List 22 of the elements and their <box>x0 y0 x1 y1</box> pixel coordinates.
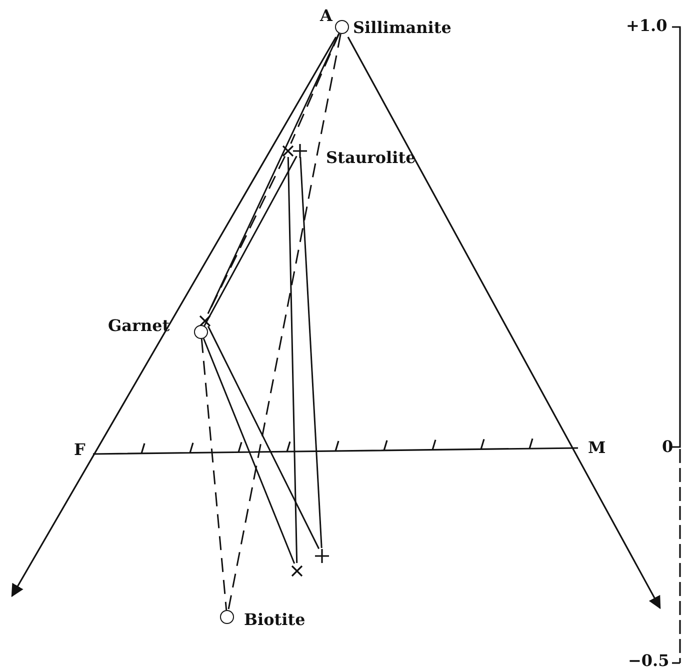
vertex-label: M <box>588 440 606 456</box>
tie-line <box>202 338 296 564</box>
tie-line <box>290 33 340 144</box>
tie-line <box>207 326 320 550</box>
vertex-label: A <box>320 8 332 24</box>
tie-line <box>228 34 342 610</box>
tie-line <box>204 156 298 326</box>
mineral-label: Biotite <box>244 612 306 628</box>
vertex-label: F <box>74 442 86 458</box>
axis-tick-label: 0 <box>662 439 674 455</box>
mineral-label: Staurolite <box>326 150 416 166</box>
mineral-label: Sillimanite <box>353 20 452 36</box>
tie-line <box>200 338 228 610</box>
axis-tick-label: +1.0 <box>626 18 668 34</box>
mineral-point <box>194 325 208 339</box>
tie-line <box>287 156 298 564</box>
tie-line <box>300 156 322 548</box>
mineral-point <box>220 610 234 624</box>
mineral-point <box>335 20 349 34</box>
mineral-label: Garnet <box>108 318 170 334</box>
axis-tick-label: −0.5 <box>628 653 670 669</box>
tie-line <box>207 33 340 314</box>
